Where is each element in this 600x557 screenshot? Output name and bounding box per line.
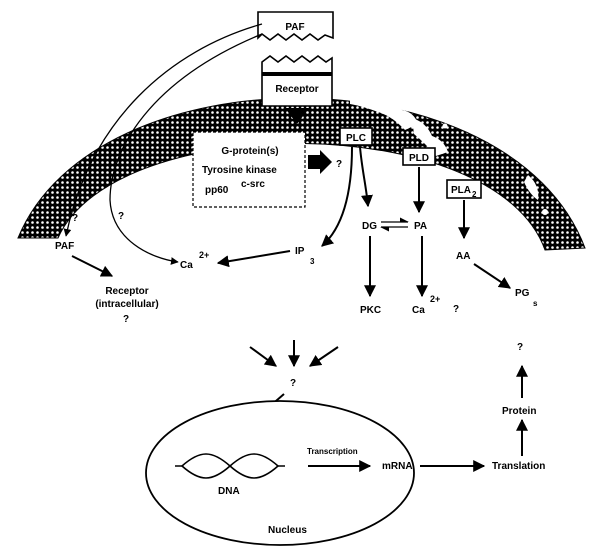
q-intracellular-receptor: ? <box>123 314 129 325</box>
aa-label: AA <box>456 251 470 262</box>
dg-label: DG <box>362 221 377 232</box>
paf-label: PAF <box>285 22 304 33</box>
converge-right-arrow <box>309 346 339 367</box>
protein-label: Protein <box>502 406 536 417</box>
q-converge: ? <box>290 378 296 389</box>
pkc-label: PKC <box>360 305 381 316</box>
pg-sub: s <box>533 299 538 308</box>
intracellular-receptor-label: Receptor <box>105 286 148 297</box>
svg-text:PLC: PLC <box>346 133 366 144</box>
dna-helix-icon <box>175 453 285 479</box>
q-ca-right: ? <box>453 304 459 315</box>
paf-to-intracellular-paf-arrow <box>63 23 263 237</box>
intracellular-paf-label: PAF <box>55 241 74 252</box>
svg-text:PLA: PLA <box>451 185 471 196</box>
g-protein-label: G-protein(s) <box>221 146 278 157</box>
dna-label: DNA <box>218 486 240 497</box>
aa-to-pg-arrow <box>473 263 511 289</box>
ca-right-sup: 2+ <box>430 294 440 304</box>
q-paf-mid: ? <box>118 211 124 222</box>
receptor-to-gprotein-arrow <box>285 108 309 124</box>
intracellular-receptor-sublabel: (intracellular) <box>95 299 158 310</box>
transducer-to-plc-arrow <box>308 150 332 174</box>
svg-text:2: 2 <box>472 190 477 199</box>
plasma-membrane <box>17 97 586 251</box>
paf-to-ca-arrow <box>109 33 263 265</box>
ip3-label: IP <box>295 246 305 257</box>
pa-label: PA <box>414 221 427 232</box>
paf-to-intracellular-receptor-arrow <box>71 255 114 277</box>
nucleus <box>145 400 415 546</box>
transducer-box: G-protein(s) Tyrosine kinase pp60 c-src <box>192 131 306 208</box>
paf-ligand: PAF <box>257 11 334 41</box>
membrane-perturbation <box>350 91 548 215</box>
pp60-label: pp60 <box>205 185 229 196</box>
ca-right-label: Ca <box>412 305 425 316</box>
mrna-label: mRNA <box>382 461 413 472</box>
q-transducer: ? <box>336 159 342 170</box>
transcription-label: Transcription <box>307 447 358 456</box>
membrane-receptor: Receptor <box>261 55 333 107</box>
ip3-to-ca-arrow <box>216 250 291 268</box>
q-paf-left: ? <box>72 213 78 224</box>
pla2-enzyme: PLA 2 <box>446 179 482 199</box>
pg-label: PG <box>515 288 530 299</box>
plc-enzyme: PLC <box>339 127 373 146</box>
ca-left-sup: 2+ <box>199 250 209 260</box>
plc-to-ip3-arrow <box>321 146 353 247</box>
tyrosine-kinase-label: Tyrosine kinase <box>202 165 277 176</box>
translation-label: Translation <box>492 461 545 472</box>
svg-text:PLD: PLD <box>409 153 429 164</box>
receptor-label: Receptor <box>275 84 318 95</box>
csrc-label: c-src <box>241 179 265 190</box>
nucleus-label: Nucleus <box>268 525 307 536</box>
pld-enzyme: PLD <box>402 147 436 166</box>
converge-left-arrow <box>249 346 277 367</box>
ca-left-label: Ca <box>180 260 193 271</box>
plc-to-dg-arrow <box>359 146 373 208</box>
q-protein: ? <box>517 342 523 353</box>
ip3-sub: 3 <box>310 257 315 266</box>
